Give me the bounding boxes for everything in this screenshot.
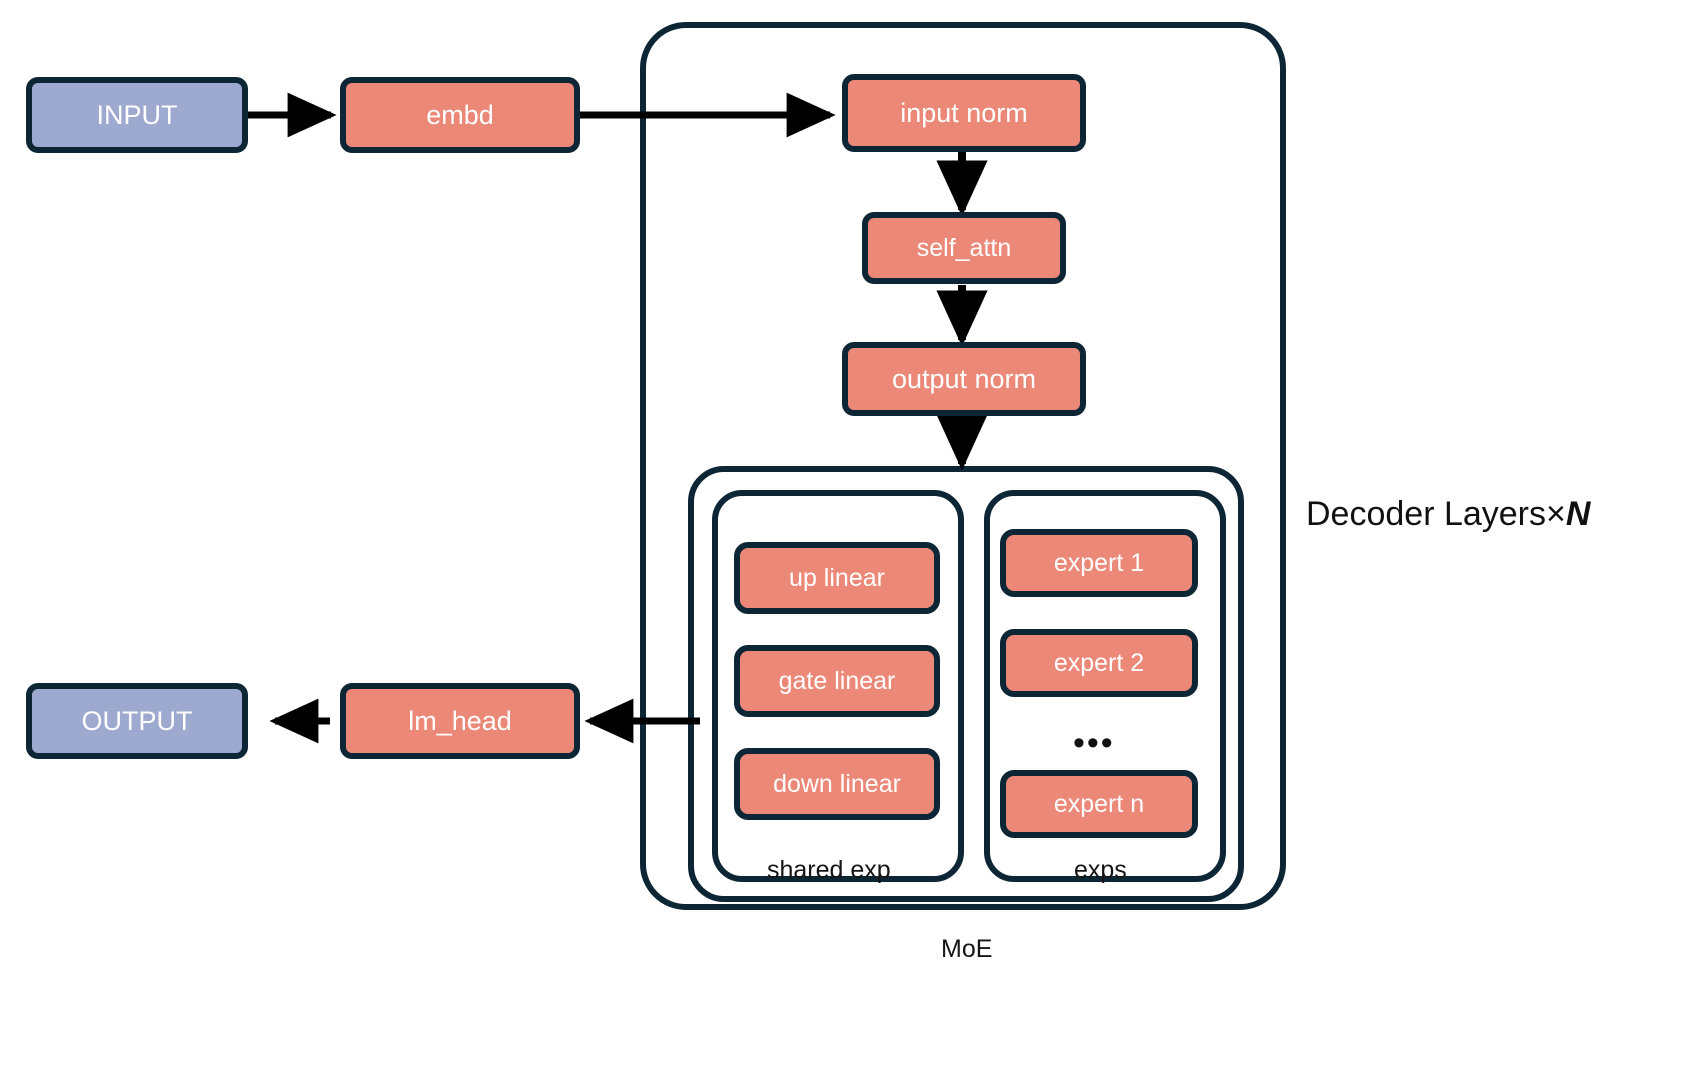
shared-expert-container [712,490,964,882]
node-lm-head[interactable]: lm_head [340,683,580,759]
node-input-norm[interactable]: input norm [842,74,1086,152]
node-input[interactable]: INPUT [26,77,248,153]
node-expert-2[interactable]: expert 2 [1000,629,1198,697]
node-expert-n[interactable]: expert n [1000,770,1198,838]
node-expert-1[interactable]: expert 1 [1000,529,1198,597]
node-down-linear[interactable]: down linear [734,748,940,820]
moe-label: MoE [941,935,993,963]
decoder-layers-n: N [1565,495,1591,533]
node-gate-linear[interactable]: gate linear [734,645,940,717]
node-output-norm[interactable]: output norm [842,342,1086,416]
node-embd[interactable]: embd [340,77,580,153]
decoder-layers-label: Decoder Layers×N [1306,497,1590,531]
node-up-linear[interactable]: up linear [734,542,940,614]
node-self-attn[interactable]: self_attn [862,212,1066,284]
decoder-layers-prefix: Decoder Layers× [1306,495,1566,533]
shared-expert-label: shared exp [767,856,891,884]
experts-label: exps [1074,856,1127,884]
node-output[interactable]: OUTPUT [26,683,248,759]
experts-ellipsis: ••• [1073,724,1115,762]
experts-container [984,490,1226,882]
decoder-layers-container [640,22,1286,910]
